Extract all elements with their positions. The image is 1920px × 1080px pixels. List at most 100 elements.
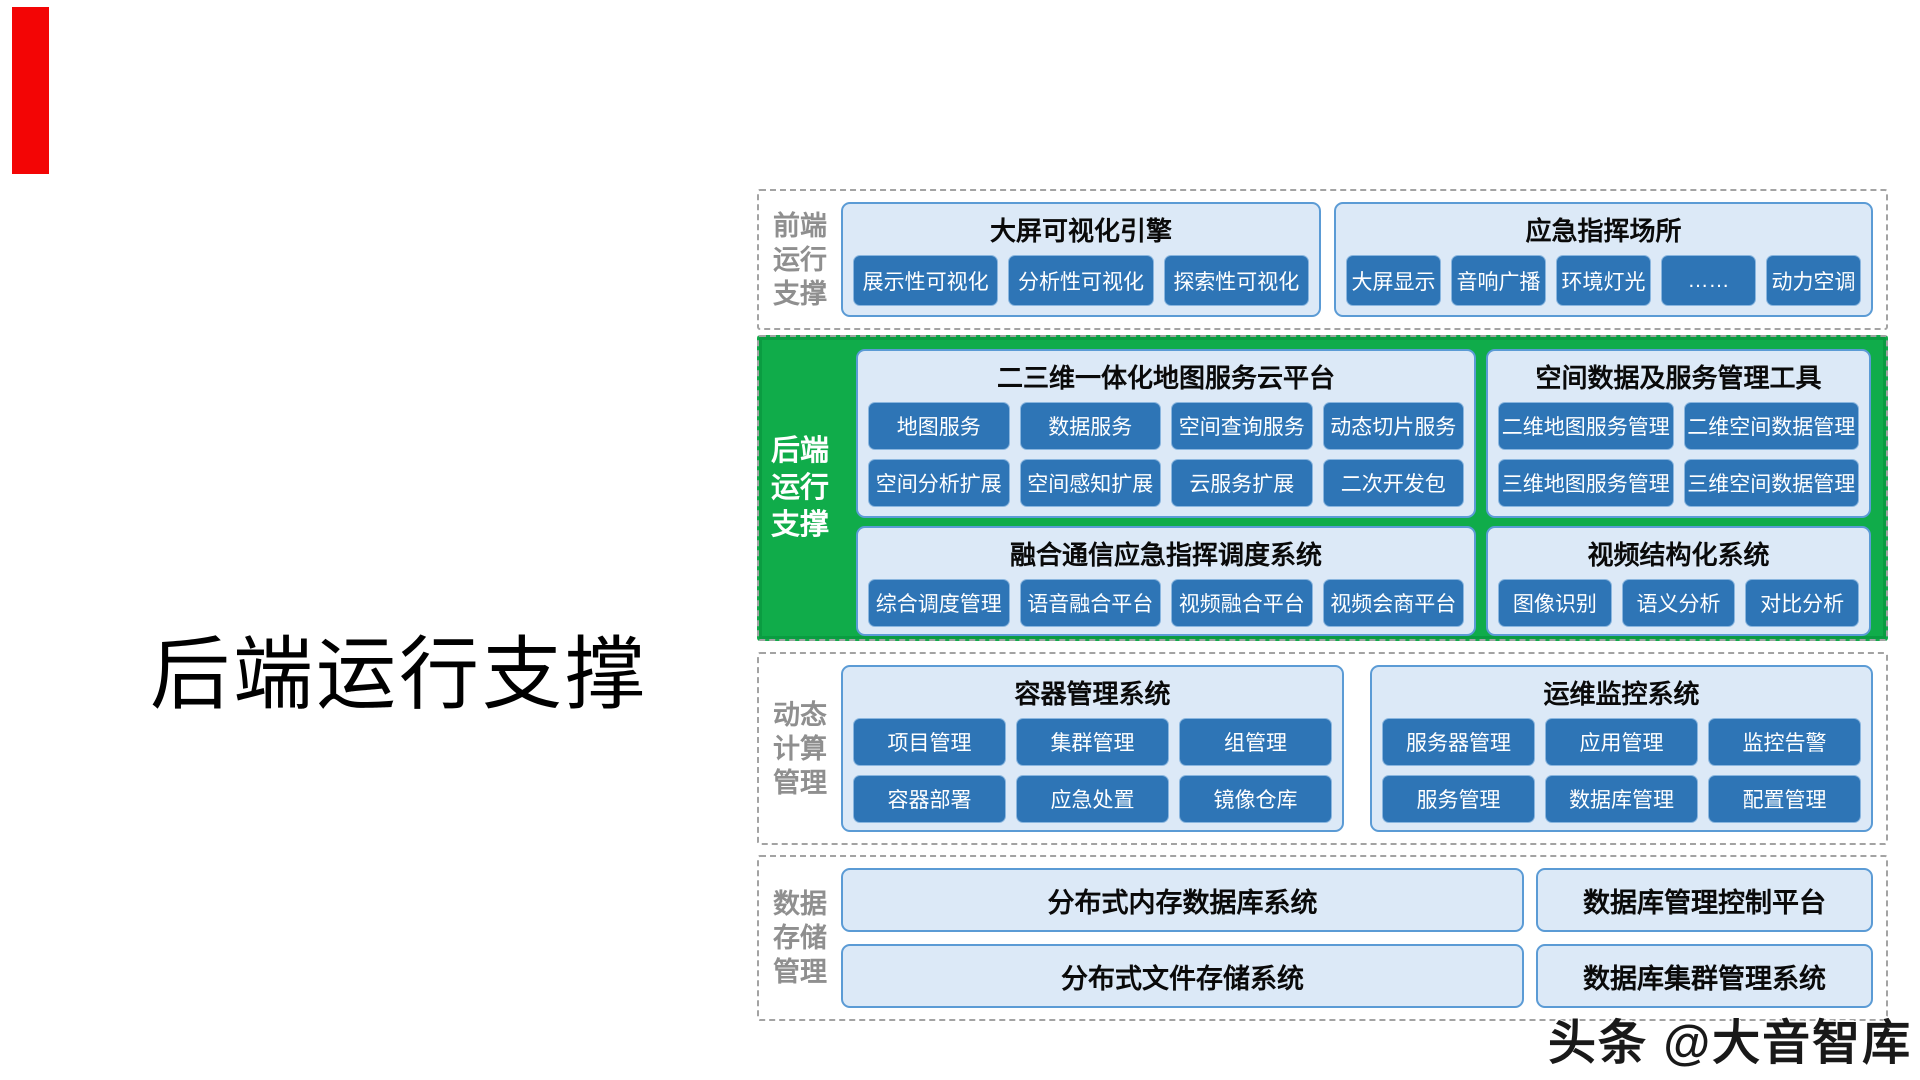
section-storage-body: 分布式内存数据库系统 数据库管理控制平台 分布式文件存储系统 数据库集群管理系统 (841, 857, 1886, 1019)
red-accent-bar (12, 7, 49, 174)
block-item: 二次开发包 (1322, 459, 1464, 507)
block-item: 三维空间数据管理 (1683, 459, 1859, 507)
group-title: 二三维一体化地图服务云平台 (996, 363, 1335, 393)
button-row: 服务器管理 应用管理 监控告警 (1382, 718, 1861, 766)
label-line: 数据 (773, 889, 827, 919)
block-item: 服务器管理 (1382, 718, 1535, 766)
group-title: 融合通信应急指挥调度系统 (1009, 540, 1322, 570)
label-line: 管理 (773, 957, 827, 987)
button-rows: 展示性可视化 分析性可视化 探索性可视化 (853, 255, 1309, 306)
button-row: 综合调度管理 语音融合平台 视频融合平台 视频会商平台 (868, 579, 1464, 627)
block-item: 语义分析 (1621, 579, 1736, 627)
button-row: 大屏显示 音响广播 环境灯光 …… 动力空调 (1346, 255, 1861, 306)
label-line: 后端 (770, 434, 829, 467)
group-title: 应急指挥场所 (1525, 216, 1682, 246)
block-distributed-memory-db: 分布式内存数据库系统 (841, 868, 1524, 932)
block-item: …… (1661, 255, 1756, 306)
panel-spatial-data-tools: 空间数据及服务管理工具 二维地图服务管理 二维空间数据管理 三维地图服务管理 三… (1486, 349, 1871, 518)
block-item: 动态切片服务 (1322, 402, 1464, 450)
panel-container-management: 容器管理系统 项目管理 集群管理 组管理 容器部署 应急处置 镜像仓库 (841, 665, 1344, 832)
button-row: 地图服务 数据服务 空间查询服务 动态切片服务 (868, 402, 1464, 450)
section-backend: 后端 运行 支撑 二三维一体化地图服务云平台 地图服务 数据服务 空间查询服务 … (757, 335, 1888, 641)
label-line: 运行 (770, 471, 829, 504)
section-frontend-label: 前端 运行 支撑 (759, 191, 841, 328)
block-item: 数据服务 (1019, 402, 1161, 450)
block-item: 动力空调 (1766, 255, 1861, 306)
button-row: 二维地图服务管理 二维空间数据管理 (1498, 402, 1859, 450)
label-line: 管理 (773, 767, 827, 798)
block-item: 视频融合平台 (1171, 579, 1313, 627)
block-item: 镜像仓库 (1179, 775, 1332, 823)
button-rows: 地图服务 数据服务 空间查询服务 动态切片服务 空间分析扩展 空间感知扩展 云服… (868, 402, 1464, 507)
block-db-cluster-management: 数据库集群管理系统 (1536, 944, 1873, 1008)
section-backend-body: 二三维一体化地图服务云平台 地图服务 数据服务 空间查询服务 动态切片服务 空间… (841, 337, 1886, 639)
label-line: 前端 (773, 210, 827, 241)
block-item: 分析性可视化 (1008, 255, 1154, 306)
panel-video-structuring: 视频结构化系统 图像识别 语义分析 对比分析 (1486, 526, 1871, 636)
group-title: 容器管理系统 (1014, 679, 1171, 709)
block-item: 空间分析扩展 (868, 459, 1010, 507)
section-backend-label: 后端 运行 支撑 (759, 337, 841, 639)
block-item: 空间查询服务 (1171, 402, 1313, 450)
section-compute-label: 动态 计算 管理 (759, 654, 841, 843)
section-storage: 数据 存储 管理 分布式内存数据库系统 数据库管理控制平台 分布式文件存储系统 … (757, 855, 1888, 1021)
block-item: 大屏显示 (1346, 255, 1441, 306)
block-item: 云服务扩展 (1171, 459, 1313, 507)
button-rows: 大屏显示 音响广播 环境灯光 …… 动力空调 (1346, 255, 1861, 306)
block-item: 组管理 (1179, 718, 1332, 766)
group-title: 大屏可视化引擎 (989, 216, 1172, 246)
block-item: 对比分析 (1745, 579, 1860, 627)
label-line: 支撑 (770, 508, 829, 541)
block-item: 配置管理 (1708, 775, 1861, 823)
button-rows: 项目管理 集群管理 组管理 容器部署 应急处置 镜像仓库 (853, 718, 1332, 823)
section-frontend-body: 大屏可视化引擎 展示性可视化 分析性可视化 探索性可视化 应急指挥场所 大屏显示… (841, 191, 1886, 328)
block-db-management-platform: 数据库管理控制平台 (1536, 868, 1873, 932)
block-item: 容器部署 (853, 775, 1006, 823)
button-row: 项目管理 集群管理 组管理 (853, 718, 1332, 766)
label-line: 计算 (773, 733, 827, 764)
button-row: 服务管理 数据库管理 配置管理 (1382, 775, 1861, 823)
block-item: 环境灯光 (1556, 255, 1651, 306)
panel-ops-monitoring: 运维监控系统 服务器管理 应用管理 监控告警 服务管理 数据库管理 配置管理 (1370, 665, 1873, 832)
button-row: 展示性可视化 分析性可视化 探索性可视化 (853, 255, 1309, 306)
button-rows: 综合调度管理 语音融合平台 视频融合平台 视频会商平台 (868, 579, 1464, 627)
block-item: 展示性可视化 (853, 255, 999, 306)
group-title: 空间数据及服务管理工具 (1535, 363, 1822, 393)
button-row: 三维地图服务管理 三维空间数据管理 (1498, 459, 1859, 507)
panel-visualization-engine: 大屏可视化引擎 展示性可视化 分析性可视化 探索性可视化 (841, 202, 1321, 317)
group-title: 运维监控系统 (1543, 679, 1700, 709)
panel-map-cloud-platform: 二三维一体化地图服务云平台 地图服务 数据服务 空间查询服务 动态切片服务 空间… (856, 349, 1476, 518)
block-item: 地图服务 (868, 402, 1010, 450)
block-item: 三维地图服务管理 (1498, 459, 1674, 507)
block-item: 空间感知扩展 (1019, 459, 1161, 507)
block-item: 应用管理 (1545, 718, 1698, 766)
block-item: 服务管理 (1382, 775, 1535, 823)
group-title: 视频结构化系统 (1587, 540, 1770, 570)
block-item: 音响广播 (1451, 255, 1546, 306)
section-compute: 动态 计算 管理 容器管理系统 项目管理 集群管理 组管理 容器部署 应急处置 … (757, 652, 1888, 845)
panel-command-site: 应急指挥场所 大屏显示 音响广播 环境灯光 …… 动力空调 (1334, 202, 1873, 317)
block-item: 应急处置 (1016, 775, 1169, 823)
button-rows: 图像识别 语义分析 对比分析 (1498, 579, 1860, 627)
watermark: 头条 @大音智库 (1548, 1017, 1913, 1070)
button-row: 空间分析扩展 空间感知扩展 云服务扩展 二次开发包 (868, 459, 1464, 507)
label-line: 动态 (773, 699, 827, 730)
block-item: 图像识别 (1498, 579, 1612, 627)
block-item: 集群管理 (1016, 718, 1169, 766)
section-frontend: 前端 运行 支撑 大屏可视化引擎 展示性可视化 分析性可视化 探索性可视化 应急… (757, 189, 1888, 330)
block-item: 二维空间数据管理 (1683, 402, 1859, 450)
block-item: 综合调度管理 (868, 579, 1010, 627)
block-item: 探索性可视化 (1163, 255, 1309, 306)
section-storage-label: 数据 存储 管理 (759, 857, 841, 1019)
button-row: 图像识别 语义分析 对比分析 (1498, 579, 1860, 627)
block-item: 数据库管理 (1545, 775, 1698, 823)
block-item: 二维地图服务管理 (1498, 402, 1674, 450)
button-rows: 二维地图服务管理 二维空间数据管理 三维地图服务管理 三维空间数据管理 (1498, 402, 1859, 507)
block-item: 视频会商平台 (1322, 579, 1464, 627)
label-line: 运行 (773, 244, 827, 275)
block-distributed-file-storage: 分布式文件存储系统 (841, 944, 1524, 1008)
panel-converged-comm-dispatch: 融合通信应急指挥调度系统 综合调度管理 语音融合平台 视频融合平台 视频会商平台 (856, 526, 1476, 636)
block-item: 语音融合平台 (1019, 579, 1161, 627)
label-line: 存储 (773, 923, 827, 953)
